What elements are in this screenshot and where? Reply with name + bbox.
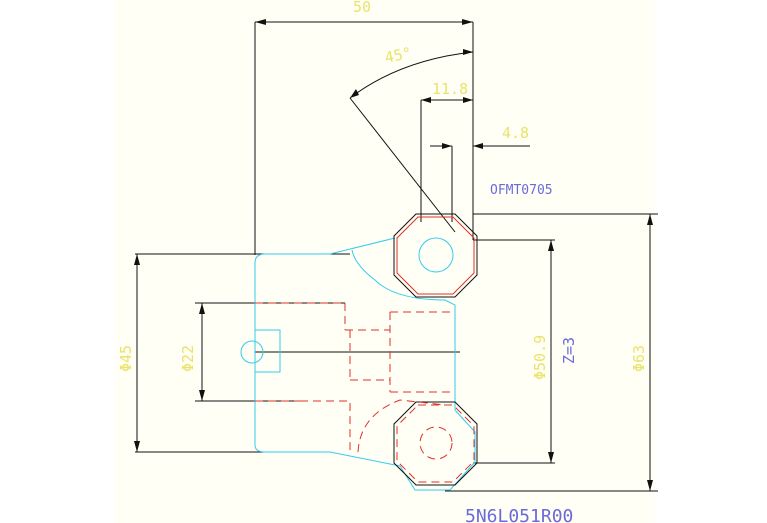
- insert-code: OFMT0705: [490, 183, 553, 198]
- dim-d45: Φ45: [117, 345, 135, 372]
- insert-bottom-red: [396, 404, 475, 483]
- part-number: 5N6L051R00: [465, 506, 573, 523]
- drawing-sheet: [115, 0, 655, 523]
- dim-angle: 45°: [383, 44, 413, 67]
- dim-4-8: 4.8: [502, 124, 529, 142]
- insert-top: [393, 213, 478, 298]
- insert-top-red: [396, 216, 475, 295]
- dim-d63: Φ63: [630, 345, 648, 372]
- dimension-lines: [134, 19, 658, 492]
- annotations: 50 45° 11.8 4.8 OFMT0705 Φ45 Φ22 Φ50.9 Z…: [117, 0, 648, 523]
- dim-d22: Φ22: [179, 345, 197, 372]
- inserts: [393, 213, 478, 486]
- dim-11-8: 11.8: [432, 80, 468, 98]
- dim-width: 50: [353, 0, 371, 16]
- hidden-lines: [255, 302, 455, 453]
- dim-d50-9: Φ50.9: [531, 335, 549, 380]
- insert-bottom: [393, 401, 478, 486]
- teeth-count: Z=3: [560, 337, 578, 364]
- cutter-body: [240, 237, 476, 491]
